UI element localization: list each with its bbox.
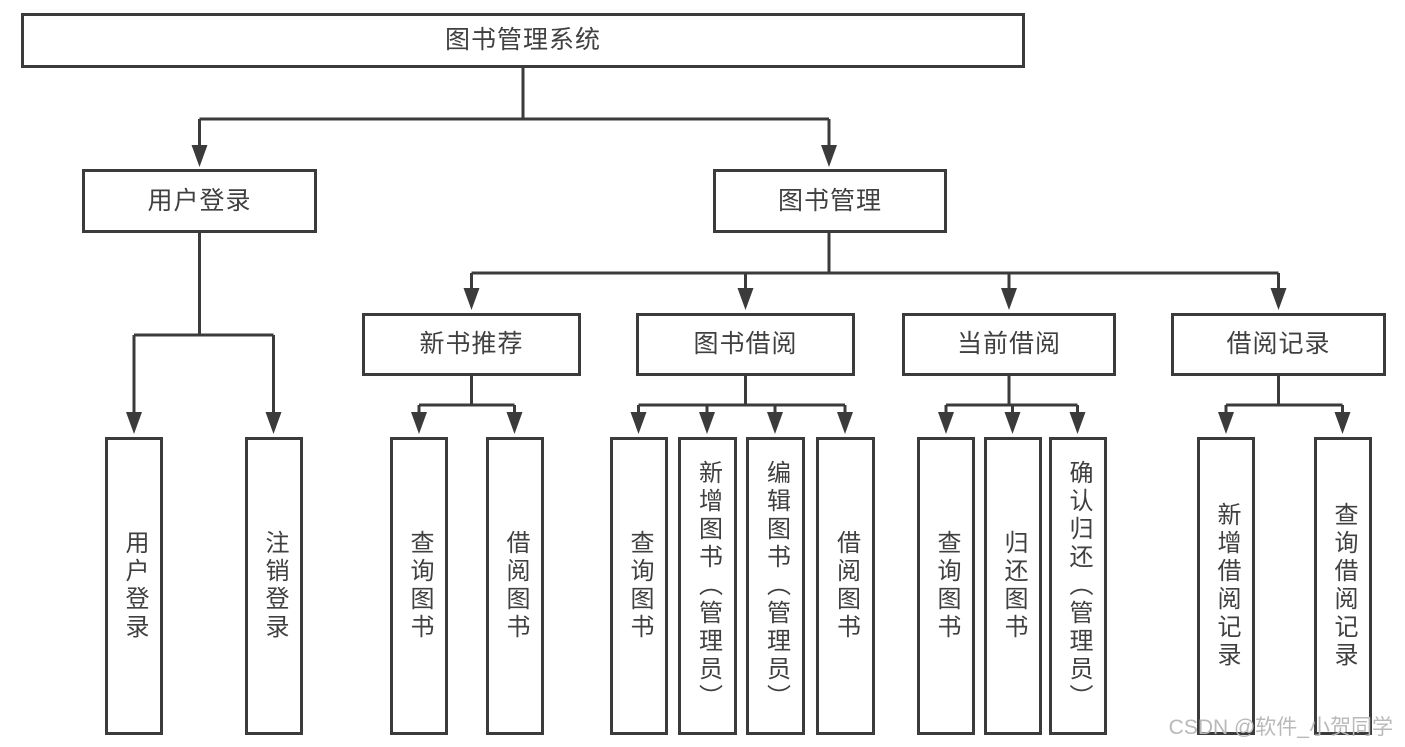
node-root-label: 图书管理系统 [444, 26, 601, 54]
leaf-borrow-books-2: 借阅图书 [816, 437, 875, 735]
leaf-query-borrow-record: 查询借阅记录 [1314, 437, 1372, 735]
leaf-logout: 注销登录 [245, 437, 303, 735]
leaf-add-book-admin: 新增图书（管理员） [678, 437, 737, 735]
node-new-book-section: 新书推荐 [362, 313, 581, 376]
leaf-query-books-1-label: 查询图书 [406, 530, 433, 642]
node-new-book-section-label: 新书推荐 [419, 330, 524, 358]
leaf-add-book-admin-label: 新增图书（管理员） [694, 460, 722, 712]
leaf-confirm-return-admin: 确认归还（管理员） [1049, 437, 1107, 735]
node-user-login-branch: 用户登录 [82, 169, 317, 233]
node-book-borrow-section-label: 图书借阅 [693, 330, 798, 358]
leaf-add-borrow-record-label: 新增借阅记录 [1213, 502, 1240, 670]
leaf-borrow-books-2-label: 借阅图书 [832, 530, 860, 642]
leaf-borrow-books-1: 借阅图书 [486, 437, 544, 735]
csdn-watermark: CSDN @软件_小贺同学 [1168, 716, 1393, 739]
user-login-branch-connector [126, 233, 282, 434]
leaf-confirm-return-admin-label: 确认归还（管理员） [1065, 460, 1092, 712]
leaf-user-login-label: 用户登录 [121, 530, 148, 642]
book-borrow-section-connector [630, 376, 853, 434]
node-root: 图书管理系统 [21, 13, 1025, 68]
new-book-section-connector [411, 376, 523, 434]
node-current-borrow-section-label: 当前借阅 [956, 330, 1061, 358]
current-borrow-section-connector [938, 376, 1086, 434]
leaf-edit-book-admin-label: 编辑图书（管理员） [762, 460, 790, 712]
leaf-query-books-1: 查询图书 [390, 437, 448, 735]
node-user-login-branch-label: 用户登录 [147, 186, 252, 215]
leaf-edit-book-admin: 编辑图书（管理员） [746, 437, 805, 735]
leaf-query-books-2-label: 查询图书 [626, 530, 653, 642]
leaf-query-books-2: 查询图书 [610, 437, 668, 735]
root-to-level2-connector [191, 68, 837, 167]
leaf-user-login: 用户登录 [105, 437, 163, 735]
leaf-return-book: 归还图书 [984, 437, 1042, 735]
leaf-logout-label: 注销登录 [261, 530, 288, 642]
book-mgmt-branch-connector [463, 233, 1287, 310]
node-book-mgmt-branch-label: 图书管理 [777, 186, 882, 215]
node-borrow-record-section: 借阅记录 [1171, 313, 1386, 376]
leaf-add-borrow-record: 新增借阅记录 [1197, 437, 1255, 735]
node-current-borrow-section: 当前借阅 [902, 313, 1116, 376]
leaf-query-books-3: 查询图书 [917, 437, 975, 735]
node-book-borrow-section: 图书借阅 [636, 313, 855, 376]
node-book-mgmt-branch: 图书管理 [713, 169, 947, 233]
leaf-borrow-books-1-label: 借阅图书 [502, 530, 529, 642]
node-borrow-record-section-label: 借阅记录 [1226, 330, 1331, 358]
leaf-return-book-label: 归还图书 [1000, 530, 1027, 642]
borrow-record-section-connector [1218, 376, 1351, 434]
leaf-query-books-3-label: 查询图书 [933, 530, 960, 642]
leaf-query-borrow-record-label: 查询借阅记录 [1330, 502, 1357, 670]
